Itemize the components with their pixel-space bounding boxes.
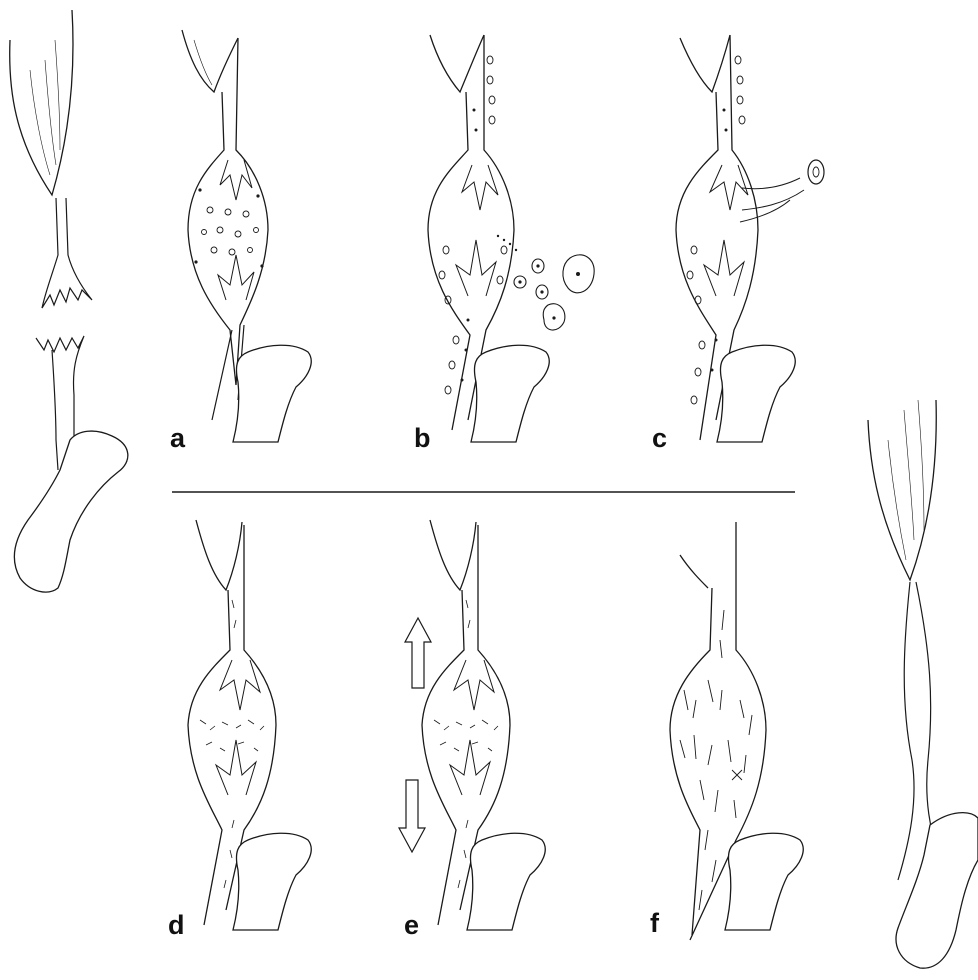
panel-c-diagram <box>676 35 824 442</box>
panel-label-b: b <box>414 425 431 452</box>
healed-tendon-diagram <box>868 400 978 968</box>
panel-label-e: e <box>404 912 419 939</box>
ruptured-tendon-diagram <box>10 10 128 592</box>
panel-label-c: c <box>652 425 667 452</box>
panel-b-diagram <box>428 35 594 442</box>
panel-d-diagram <box>188 520 311 930</box>
panel-a-diagram <box>182 30 311 442</box>
arrow-up-icon <box>405 618 431 688</box>
panel-label-a: a <box>170 425 185 452</box>
panel-e-diagram <box>399 520 545 930</box>
panel-f-diagram <box>670 522 803 940</box>
arrow-down-icon <box>399 780 425 852</box>
panel-label-f: f <box>650 910 659 937</box>
panel-label-d: d <box>168 912 185 939</box>
